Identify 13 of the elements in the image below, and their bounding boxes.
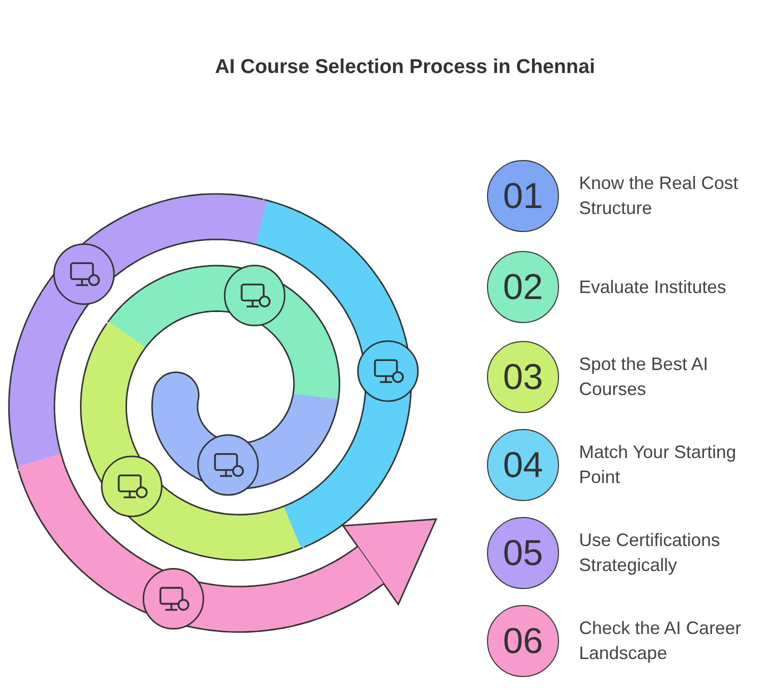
step-description: Match Your Starting Point: [579, 441, 738, 489]
step-description: Check the AI Career Landscape: [579, 617, 742, 665]
step-number-circle: 05: [487, 517, 559, 589]
step-number-circle: 03: [487, 341, 559, 413]
title: AI Course Selection Process in Chennai: [214, 56, 596, 79]
step-description: Know the Real Cost Structure: [579, 172, 740, 220]
step-description: Use Certifications Strategically: [579, 529, 722, 577]
step-description: Evaluate Institutes: [579, 276, 728, 298]
step-number-circle: 01: [487, 160, 559, 232]
step-description: Spot the Best AI Courses: [579, 353, 710, 401]
step-number-circle: 04: [487, 429, 559, 501]
step-number-circle: 06: [487, 605, 559, 677]
step-number-circle: 02: [487, 251, 559, 323]
